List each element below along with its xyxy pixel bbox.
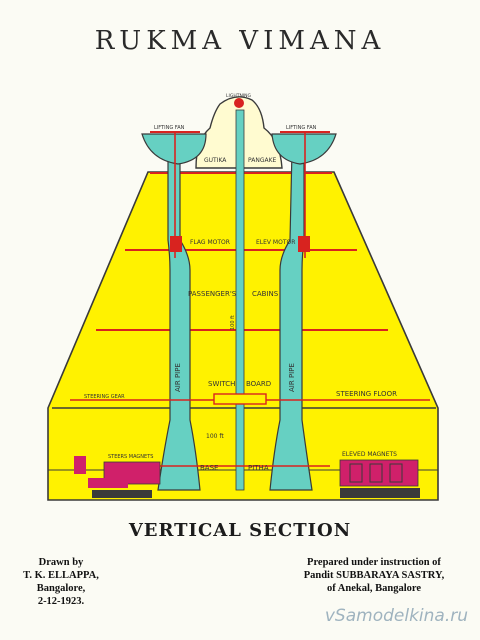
credit-right-line: of Anekal, Bangalore xyxy=(326,583,422,594)
label-board: BOARD xyxy=(246,380,271,388)
label-pitha: PITHA xyxy=(248,464,269,472)
credit-drawn-by: Drawn by T. K. ELLAPPA, Bangalore, 2-12-… xyxy=(18,556,104,608)
credit-left-line: T. K. ELLAPPA, xyxy=(23,570,99,581)
air-pipe-left xyxy=(157,149,201,491)
credit-right-line: Pandit SUBBARAYA SASTRY, xyxy=(303,570,445,581)
label-height: 100 ft xyxy=(230,315,236,330)
label-switch: SWITCH xyxy=(208,380,235,388)
label-steering-magnets: STEERS MAGNETS xyxy=(108,454,153,460)
credit-prepared-by: Prepared under instruction of Pandit SUB… xyxy=(294,556,454,595)
lifting-fan-left-bowl xyxy=(141,133,207,165)
label-elev-motor: ELEV MOTOR xyxy=(256,239,295,246)
base-block-left xyxy=(88,478,128,488)
watermark: vSamodelkina.ru xyxy=(324,606,468,626)
label-gutika: GUTIKA xyxy=(204,157,227,164)
label-steering-floor: STEERING FLOOR xyxy=(336,390,397,398)
flag-motor xyxy=(170,236,182,252)
label-air-pipe-right: AIR PIPE xyxy=(288,363,296,392)
label-passengers: PASSENGER'S xyxy=(188,290,237,298)
base-rollers-left xyxy=(92,490,152,498)
credit-right-line: Prepared under instruction of xyxy=(307,557,441,568)
credit-left-line: 2-12-1923. xyxy=(37,596,85,607)
magnet-grid-right xyxy=(349,463,363,483)
dome-finial xyxy=(234,98,244,108)
central-shaft xyxy=(235,109,245,491)
magnet-grid-right xyxy=(369,463,383,483)
credit-left-line: Bangalore, xyxy=(36,583,86,594)
base-rollers-right xyxy=(340,488,420,498)
magnet-grid-right xyxy=(389,463,403,483)
diagram-subtitle: VERTICAL SECTION xyxy=(128,520,352,541)
label-steering-gear: STEERING GEAR xyxy=(84,394,125,400)
label-air-pipe-left: AIR PIPE xyxy=(174,363,182,392)
page-title: RUKMA VIMANA xyxy=(94,26,386,56)
label-cabins: CABINS xyxy=(252,290,279,298)
label-top: LIGHTNING xyxy=(226,93,252,99)
steering-gear-left xyxy=(74,456,86,474)
label-base: BASE xyxy=(200,464,218,472)
credit-left-line: Drawn by xyxy=(38,557,84,568)
label-pangake: PANGAKE xyxy=(248,157,277,164)
label-flag-motor: FLAG MOTOR xyxy=(190,239,230,246)
label-width: 100 ft xyxy=(206,433,224,440)
switch-board xyxy=(213,393,267,405)
label-lifting-fan-right: LIFTING FAN xyxy=(286,125,317,131)
label-lifting-fan-left: LIFTING FAN xyxy=(154,125,185,131)
label-elevated-magnets: ELEVED MAGNETS xyxy=(342,451,397,458)
air-pipe-right xyxy=(269,149,313,491)
elev-motor xyxy=(298,236,310,252)
lifting-fan-right-bowl xyxy=(271,133,337,165)
